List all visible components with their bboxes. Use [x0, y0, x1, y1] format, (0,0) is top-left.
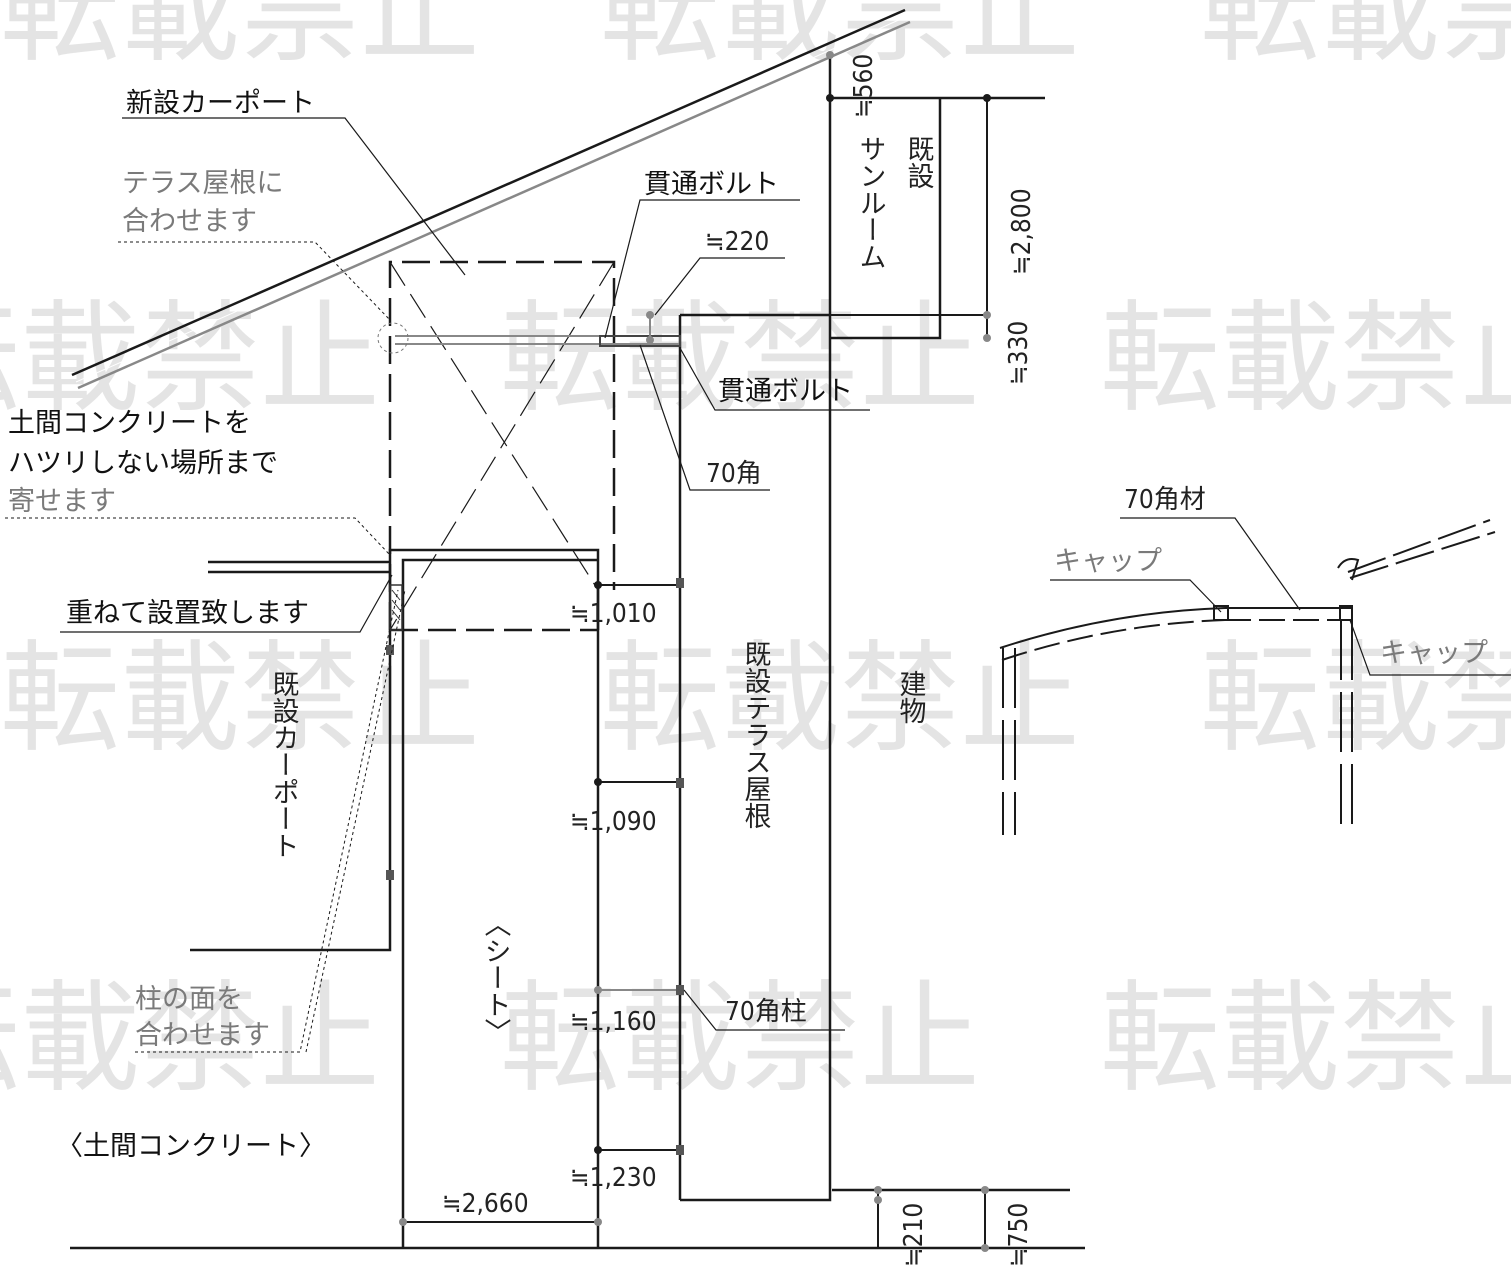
existing-carport-outline: [190, 548, 600, 1248]
new-carport-label: 新設カーポート: [126, 88, 315, 119]
dimension-1160: ≒1,160: [570, 1007, 657, 1037]
square-70-material-label: 70角材: [1124, 485, 1206, 515]
watermark-text: 転載禁止: [600, 630, 1080, 769]
watermark-text: 転載禁止: [0, 630, 480, 769]
watermark-text: 転載禁止: [0, 290, 380, 429]
dimension-560: ≒560: [849, 54, 879, 118]
watermark-text: 転載禁止: [1200, 0, 1511, 79]
dimension-lines: [399, 51, 991, 1252]
column-face-note-line1: 柱の面を: [135, 984, 243, 1015]
cap-right-label: キャップ: [1380, 638, 1488, 669]
watermark-text: 転載禁止: [1200, 630, 1511, 769]
leader-lines: [5, 117, 870, 1053]
watermark-layer: 転載禁止 転載禁止 転載禁止 転載禁止 転載禁止 転載禁止 転載禁止 転載禁止 …: [0, 0, 1511, 1109]
side-elevation: [999, 517, 1511, 835]
terrace-roof-note-line1: テラス屋根に: [122, 168, 283, 199]
dimension-220: ≒220: [705, 227, 769, 257]
labels: 新設カーポート テラス屋根に 合わせます 貫通ボルト ≒220 貫通ボルト 土間…: [8, 88, 1488, 1162]
watermark-text: 転載禁止: [500, 970, 980, 1109]
existing-terrace-roof-label: 既設テラス屋根: [740, 640, 772, 829]
through-bolt-bottom-label: 貫通ボルト: [718, 376, 853, 407]
watermark-text: 転載禁止: [500, 290, 980, 429]
new-carport-roof-outline: [388, 260, 616, 632]
dimension-1230: ≒1,230: [570, 1163, 657, 1193]
sheet-label: 〈シート〉: [480, 910, 512, 1045]
watermark-text: 転載禁止: [1100, 970, 1511, 1109]
column-face-note-line2: 合わせます: [135, 1020, 270, 1051]
existing-sunroom-outline: [830, 96, 1045, 340]
watermark-text: 転載禁止: [1100, 290, 1511, 429]
existing-sunroom-label-col2: サンルーム: [855, 135, 886, 270]
dimension-texts: ≒560 ≒2,800 ≒330 ≒1,010 ≒1,090 ≒1,160 ≒1…: [442, 54, 1037, 1267]
dimension-2800: ≒2,800: [1007, 188, 1037, 275]
dimension-330: ≒330: [1004, 321, 1034, 385]
building-label: 建物: [895, 670, 927, 724]
dimension-750: ≒750: [1004, 1203, 1034, 1267]
overlap-note: 重ねて設置致します: [66, 598, 309, 629]
existing-sunroom-label-col1: 既設: [903, 135, 934, 189]
terrace-roof-note-line2: 合わせます: [122, 206, 257, 237]
square-70-post-label: 70角柱: [725, 997, 807, 1027]
watermark-text: 転載禁止: [0, 0, 480, 79]
existing-roof-slope: [71, 8, 911, 390]
earth-floor-concrete-label: 〈土間コンクリート〉: [56, 1131, 326, 1162]
dimension-1090: ≒1,090: [570, 807, 657, 837]
square-70-label: 70角: [706, 459, 762, 489]
through-bolt-top-label: 貫通ボルト: [644, 169, 779, 200]
existing-carport-label: 既設カーポート: [268, 670, 299, 859]
dimension-210: ≒210: [899, 1203, 929, 1267]
vertical-labels: 既設 サンルーム 既設カーポート 既設テラス屋根 建物 〈シート〉: [268, 135, 934, 1045]
dimension-1010: ≒1,010: [570, 599, 657, 629]
concrete-note-line2: ハツリしない場所まで: [8, 448, 278, 479]
concrete-note-line1: 土間コンクリートを: [8, 408, 251, 439]
concrete-note-line3: 寄せます: [8, 486, 116, 517]
post-line: [594, 578, 684, 1248]
watermark-text: 転載禁止: [0, 970, 380, 1109]
dimension-2660: ≒2,660: [442, 1189, 529, 1219]
cap-left-label: キャップ: [1054, 546, 1162, 577]
